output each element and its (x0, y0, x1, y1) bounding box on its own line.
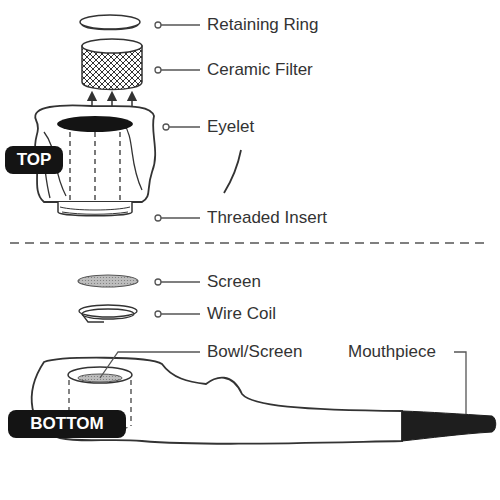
leader-dot (163, 124, 169, 130)
leader-line (158, 313, 200, 314)
part-label: Screen (207, 272, 387, 292)
part-label: Bowl/Screen (207, 342, 347, 362)
ring-outer (80, 15, 140, 29)
leader-dot (155, 215, 161, 221)
threaded-insert-shape (58, 202, 132, 216)
leader-dots (155, 22, 169, 317)
ceramic-filter (82, 39, 142, 90)
filter-top (82, 39, 142, 53)
bowl-opening (68, 367, 132, 383)
section-name: BOTTOM (30, 414, 103, 434)
ring-edge (82, 25, 138, 30)
leader-dot (155, 279, 161, 285)
hidden-line (130, 380, 131, 426)
coil-tail (82, 314, 104, 322)
leader-line (158, 69, 200, 70)
thread-lines (60, 207, 130, 214)
eyelet-hole (57, 116, 133, 132)
retaining-ring (80, 15, 140, 30)
stray-mark (224, 150, 241, 193)
hidden-line (94, 132, 95, 202)
screen-disc (78, 275, 138, 287)
part-label: Mouthpiece (348, 342, 496, 362)
hidden-line (69, 132, 70, 202)
hidden-lines (70, 132, 120, 202)
section-name: TOP (17, 150, 52, 170)
wire-coil-shape (79, 305, 137, 322)
leader-line (158, 217, 200, 218)
leader-line (166, 126, 200, 127)
leader-line (158, 281, 200, 282)
part-label: Retaining Ring (207, 15, 387, 35)
section-divider (10, 242, 490, 244)
hidden-line (119, 132, 120, 202)
leader-dot (155, 22, 161, 28)
mouthpiece-shape (402, 411, 496, 441)
leader-line (454, 352, 466, 414)
part-label: Wire Coil (207, 304, 387, 324)
leader-line (158, 24, 200, 25)
part-label: Eyelet (207, 117, 387, 137)
leader-dot (155, 311, 161, 317)
coil-turn (82, 309, 134, 319)
leader-line (100, 352, 200, 378)
section-badge: BOTTOM (8, 410, 126, 438)
section-badge: TOP (5, 146, 63, 174)
part-label: Ceramic Filter (207, 60, 387, 80)
leader-dot (155, 67, 161, 73)
part-label: Threaded Insert (207, 208, 387, 228)
